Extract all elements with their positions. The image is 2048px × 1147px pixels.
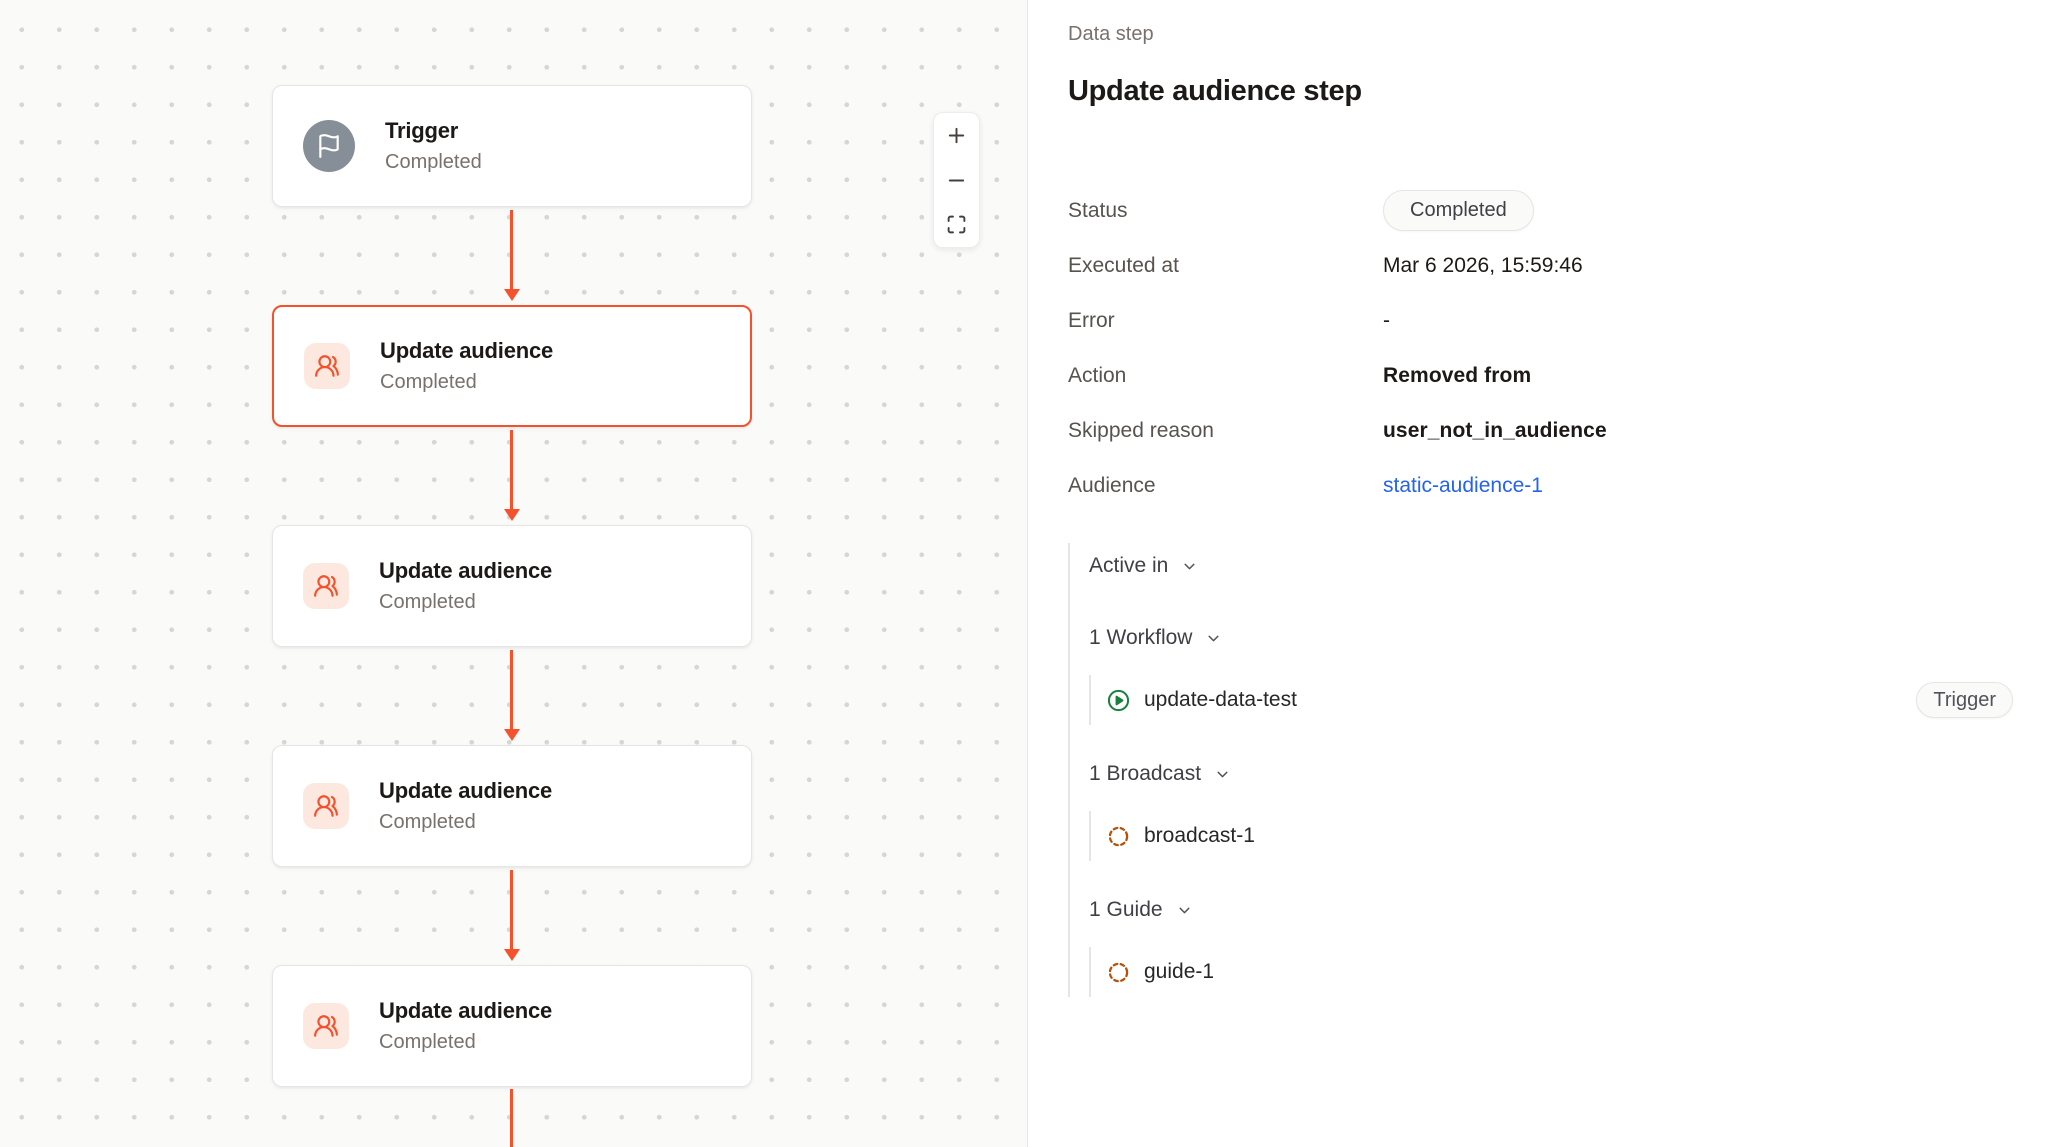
- zoom-out-button[interactable]: [934, 158, 979, 203]
- users-icon: [304, 343, 350, 389]
- field-label: Skipped reason: [1068, 418, 1214, 442]
- active-in-section: Active in 1 Workflow update-data-test: [1068, 543, 2013, 997]
- list-item-workflow[interactable]: update-data-test Trigger: [1089, 675, 2013, 725]
- field-label: Error: [1068, 308, 1115, 332]
- field-label: Executed at: [1068, 253, 1179, 277]
- edge-arrow: [510, 210, 513, 290]
- edge-arrow-partial: [510, 1089, 513, 1147]
- edge-arrow: [510, 870, 513, 950]
- edge-arrow: [510, 430, 513, 510]
- node-status: Completed: [379, 811, 476, 833]
- plus-icon: [945, 124, 968, 147]
- group-toggle-guide[interactable]: 1 Guide: [1089, 887, 2013, 933]
- node-status: Completed: [385, 151, 482, 173]
- field-list: Status Completed Executed at Mar 6 2026,…: [1068, 183, 2013, 513]
- node-title: Update audience: [379, 558, 553, 583]
- details-panel: Data step Update audience step Status Co…: [1027, 0, 2048, 1147]
- node-title: Trigger: [385, 118, 459, 143]
- field-row-error: Error -: [1068, 293, 2013, 348]
- field-value: Removed from: [1383, 363, 1532, 387]
- workflow-canvas[interactable]: Trigger Completed Update audience Comple…: [0, 0, 1027, 1147]
- workflow-node-update-audience-selected[interactable]: Update audience Completed: [272, 305, 752, 427]
- field-value: Mar 6 2026, 15:59:46: [1383, 253, 1583, 277]
- group-toggle-broadcast[interactable]: 1 Broadcast: [1089, 751, 2013, 797]
- field-row-action: Action Removed from: [1068, 348, 2013, 403]
- field-label: Action: [1068, 363, 1127, 387]
- field-label: Status: [1068, 198, 1128, 222]
- users-icon: [303, 783, 349, 829]
- status-badge: Completed: [1383, 190, 1534, 231]
- workflow-node-update-audience-3[interactable]: Update audience Completed: [272, 745, 752, 867]
- zoom-in-button[interactable]: [934, 113, 979, 158]
- active-in-label: Active in: [1089, 554, 1169, 577]
- node-status: Completed: [380, 371, 477, 393]
- workflow-node-trigger[interactable]: Trigger Completed: [272, 85, 752, 207]
- maximize-icon: [946, 214, 967, 235]
- field-row-executed-at: Executed at Mar 6 2026, 15:59:46: [1068, 238, 2013, 293]
- chevron-down-icon: [1205, 630, 1222, 647]
- chevron-down-icon: [1176, 902, 1193, 919]
- node-status: Completed: [379, 1031, 476, 1053]
- field-value: user_not_in_audience: [1383, 418, 1607, 442]
- audience-link[interactable]: static-audience-1: [1383, 473, 1543, 497]
- chevron-down-icon: [1214, 766, 1231, 783]
- page-title: Update audience step: [1068, 75, 1362, 107]
- minus-icon: [945, 169, 968, 192]
- field-label: Audience: [1068, 473, 1156, 497]
- workflow-name: update-data-test: [1144, 688, 1297, 711]
- group-toggle-workflow[interactable]: 1 Workflow: [1089, 615, 2013, 661]
- dashed-circle-icon: [1107, 825, 1130, 848]
- workflow-node-update-audience-4[interactable]: Update audience Completed: [272, 965, 752, 1087]
- panel-eyebrow: Data step: [1068, 23, 1154, 45]
- flag-icon: [303, 120, 355, 172]
- field-row-status: Status Completed: [1068, 183, 2013, 238]
- field-value: -: [1383, 308, 1390, 332]
- node-status: Completed: [379, 591, 476, 613]
- group-label: 1 Workflow: [1089, 626, 1193, 649]
- edge-arrow: [510, 650, 513, 730]
- canvas-zoom-controls: [933, 112, 980, 248]
- users-icon: [303, 1003, 349, 1049]
- list-item-guide[interactable]: guide-1: [1089, 947, 2013, 997]
- circle-play-icon: [1107, 689, 1130, 712]
- group-label: 1 Broadcast: [1089, 762, 1202, 785]
- workflow-node-update-audience-2[interactable]: Update audience Completed: [272, 525, 752, 647]
- node-title: Update audience: [379, 778, 553, 803]
- group-label: 1 Guide: [1089, 898, 1163, 921]
- broadcast-name: broadcast-1: [1144, 824, 1255, 847]
- dashed-circle-icon: [1107, 961, 1130, 984]
- fit-view-button[interactable]: [934, 202, 979, 247]
- guide-name: guide-1: [1144, 960, 1215, 983]
- field-row-audience: Audience static-audience-1: [1068, 458, 2013, 513]
- users-icon: [303, 563, 349, 609]
- node-title: Update audience: [379, 998, 553, 1023]
- active-in-toggle[interactable]: Active in: [1089, 543, 2013, 589]
- chevron-down-icon: [1181, 558, 1198, 575]
- trigger-badge: Trigger: [1916, 682, 2013, 718]
- list-item-broadcast[interactable]: broadcast-1: [1089, 811, 2013, 861]
- node-title: Update audience: [380, 338, 554, 363]
- field-row-skipped-reason: Skipped reason user_not_in_audience: [1068, 403, 2013, 458]
